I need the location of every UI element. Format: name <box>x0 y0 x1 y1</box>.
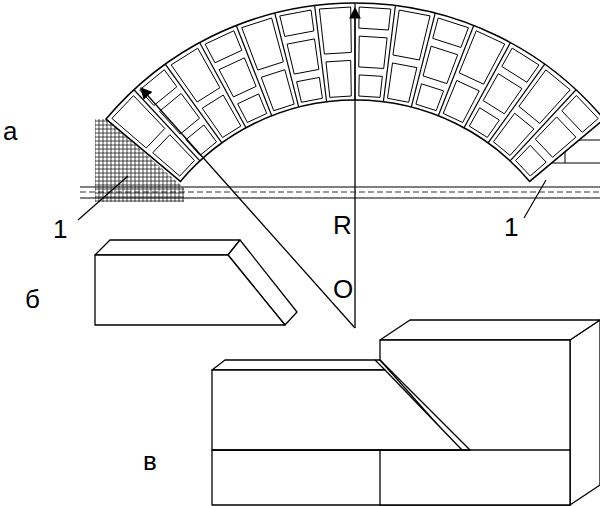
figure-letter: б <box>24 286 41 312</box>
callout-number: 1 <box>503 214 519 240</box>
callout-number: 1 <box>52 216 68 242</box>
figure-letter: в <box>142 448 158 474</box>
leader-lines <box>78 176 546 220</box>
arch-masonry <box>106 3 600 181</box>
figure-letter: а <box>2 118 18 144</box>
center-label: O <box>332 276 354 302</box>
block-model <box>212 320 600 505</box>
springing-lines <box>80 187 600 198</box>
brick-wedge <box>95 240 297 325</box>
radius-label: R <box>332 212 353 238</box>
